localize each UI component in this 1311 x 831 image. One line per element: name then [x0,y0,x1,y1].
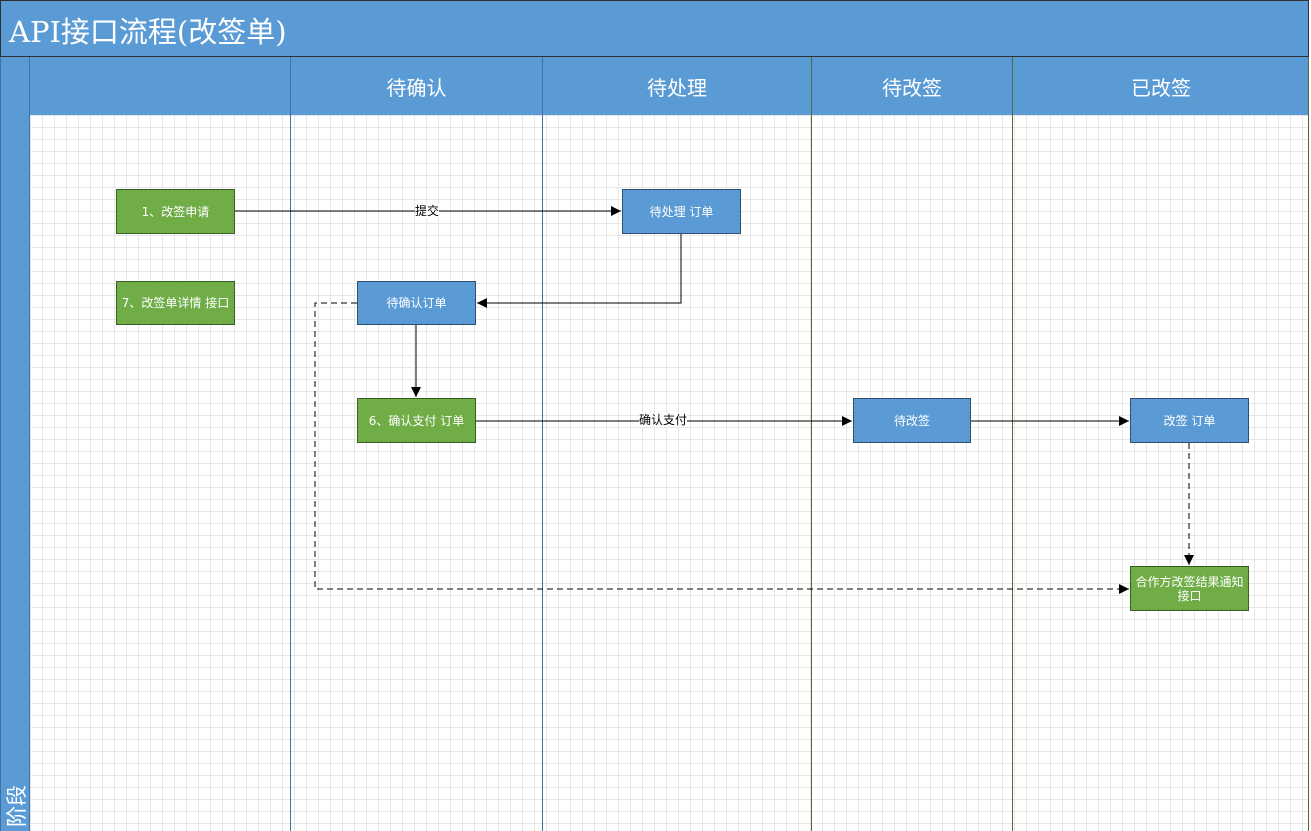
grid-background [30,115,1309,831]
lane-divider [542,57,543,831]
title-bar: API接口流程(改签单) [0,0,1309,57]
node-pending-process: 待处理 订单 [622,189,741,234]
node-detail-api: 7、改签单详情 接口 [116,281,235,325]
lane-divider [1012,57,1013,831]
side-bar: 阶段 [0,57,30,831]
edge-pending-confirm-to-notify [314,302,1129,594]
diagram-title: API接口流程(改签单) [9,15,287,49]
edge-label-confirm-pay: 确认支付 [639,413,688,427]
lane-header-pending-process: 待处理 [542,57,811,115]
lane-border-right [1308,57,1309,831]
edge-pending-process-to-pending-confirm [477,234,682,308]
node-pending-confirm: 待确认订单 [357,281,476,325]
node-pending-change: 待改签 [853,398,971,443]
lane-divider [811,57,812,831]
node-confirm-pay: 6、确认支付 订单 [357,398,476,443]
node-notify-api: 合作方改签结果通知接口 [1130,566,1249,611]
lane-divider [290,57,291,831]
edge-label-submit: 提交 [415,204,440,218]
lane-header-row: 待确认 待处理 待改签 已改签 [30,57,1309,116]
node-apply: 1、改签申请 [116,189,235,234]
node-changed: 改签 订单 [1130,398,1249,443]
